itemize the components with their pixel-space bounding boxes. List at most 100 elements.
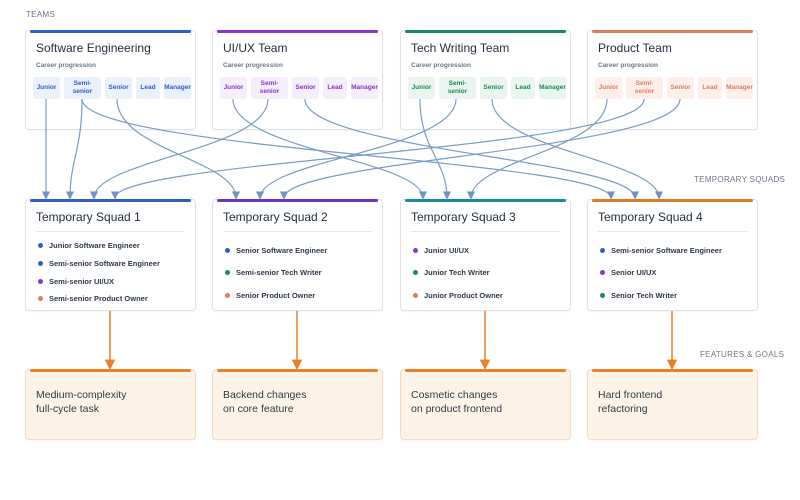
squad-title: Temporary Squad 1: [36, 210, 141, 224]
member-role: Junior Tech Writer: [424, 268, 490, 277]
card-accent-bar: [592, 369, 753, 372]
goal-text: Hard frontend refactoring: [598, 389, 663, 415]
card-accent-bar: [217, 199, 378, 202]
card-accent-bar: [217, 30, 378, 33]
role-color-dot: [413, 293, 418, 298]
role-color-dot: [38, 243, 43, 248]
connector-se-semisenior-squad1: [65, 98, 83, 200]
level-lead[interactable]: Lead: [698, 77, 722, 99]
teams-section-label: TEAMS: [26, 10, 56, 19]
team-card-tech-writing: Tech Writing Team Career progression Jun…: [400, 30, 571, 130]
goal-card-2: Backend changes on core feature: [212, 369, 383, 440]
level-semi-senior[interactable]: Semi- senior: [439, 77, 476, 99]
card-accent-bar: [30, 30, 191, 33]
level-lead[interactable]: Lead: [511, 77, 535, 99]
career-progression-label: Career progression: [223, 62, 283, 69]
card-accent-bar: [405, 369, 566, 372]
team-title: Tech Writing Team: [411, 41, 510, 55]
role-color-dot: [600, 293, 605, 298]
card-accent-bar: [30, 369, 191, 372]
divider: [598, 231, 747, 232]
level-manager[interactable]: Manager: [164, 77, 191, 99]
card-accent-bar: [592, 199, 753, 202]
level-junior[interactable]: Junior: [408, 77, 435, 99]
level-semi-senior[interactable]: Semi- senior: [626, 77, 663, 99]
level-semi-senior[interactable]: Semi- senior: [251, 77, 288, 99]
goal-text: Cosmetic changes on product frontend: [411, 389, 503, 415]
team-card-ui-ux: UI/UX Team Career progression Junior Sem…: [212, 30, 383, 130]
level-row: Junior Semi- senior Senior Lead Manager: [220, 77, 378, 99]
squad-member: Semi-senior Product Owner: [38, 294, 148, 303]
connector-tw-senior-squad4: [491, 98, 664, 200]
level-lead[interactable]: Lead: [323, 77, 347, 99]
connector-uiux-semisenior-squad1: [89, 98, 269, 200]
team-title: UI/UX Team: [223, 41, 288, 55]
level-senior[interactable]: Senior: [667, 77, 694, 99]
role-color-dot: [38, 296, 43, 301]
level-semi-senior[interactable]: Semi- senior: [64, 77, 101, 99]
role-color-dot: [225, 248, 230, 253]
connector-product-semisenior-squad1: [110, 98, 645, 200]
goal-card-4: Hard frontend refactoring: [587, 369, 758, 440]
squad-title: Temporary Squad 4: [598, 210, 703, 224]
member-role: Senior Software Engineer: [236, 246, 328, 255]
squads-section-label: TEMPORARY SQUADS: [694, 175, 786, 184]
card-accent-bar: [592, 30, 753, 33]
squad-member: Junior Tech Writer: [413, 268, 490, 277]
connector-tw-semisenior-squad2: [255, 98, 457, 200]
role-color-dot: [225, 270, 230, 275]
goal-card-1: Medium-complexity full-cycle task: [25, 369, 196, 440]
level-row: Junior Semi- senior Senior Lead Manager: [33, 77, 191, 99]
squad-member: Senior UI/UX: [600, 268, 656, 277]
role-color-dot: [38, 279, 43, 284]
goal-text: Medium-complexity full-cycle task: [36, 389, 127, 415]
connector-uiux-junior-squad3: [232, 98, 428, 200]
squad-member: Semi-senior Software Engineer: [38, 259, 160, 268]
squad-member: Semi-senior Software Engineer: [600, 246, 722, 255]
squad-member: Junior UI/UX: [413, 246, 469, 255]
connector-product-senior-squad2: [279, 98, 681, 200]
role-color-dot: [413, 248, 418, 253]
role-color-dot: [600, 270, 605, 275]
member-role: Senior UI/UX: [611, 268, 657, 277]
level-junior[interactable]: Junior: [33, 77, 60, 99]
level-manager[interactable]: Manager: [539, 77, 566, 99]
team-title: Software Engineering: [36, 41, 151, 55]
goals-section-label: FEATURES & GOALS: [700, 350, 785, 359]
level-manager[interactable]: Manager: [351, 77, 378, 99]
squad-member: Semi-senior Tech Writer: [225, 268, 322, 277]
divider: [223, 231, 372, 232]
card-accent-bar: [405, 30, 566, 33]
connector-se-semisenior-squad4: [81, 98, 616, 200]
squad-card-3: Temporary Squad 3 Junior UI/UX Junior Te…: [400, 199, 571, 311]
squad-card-4: Temporary Squad 4 Semi-senior Software E…: [587, 199, 758, 311]
card-accent-bar: [217, 369, 378, 372]
level-row: Junior Semi- senior Senior Lead Manager: [595, 77, 753, 99]
career-progression-label: Career progression: [411, 62, 471, 69]
connector-uiux-senior-squad4: [304, 98, 640, 200]
member-role: Junior Product Owner: [424, 291, 503, 300]
level-senior[interactable]: Senior: [292, 77, 319, 99]
level-senior[interactable]: Senior: [105, 77, 132, 99]
squad-member: Junior Product Owner: [413, 291, 503, 300]
level-manager[interactable]: Manager: [726, 77, 753, 99]
member-role: Semi-senior UI/UX: [49, 277, 115, 286]
card-accent-bar: [405, 199, 566, 202]
role-color-dot: [38, 261, 43, 266]
connector-tw-junior-squad3: [419, 98, 452, 200]
role-color-dot: [225, 293, 230, 298]
member-role: Senior Tech Writer: [611, 291, 677, 300]
role-color-dot: [413, 270, 418, 275]
member-role: Senior Product Owner: [236, 291, 316, 300]
member-role: Junior Software Engineer: [49, 241, 140, 250]
member-role: Semi-senior Software Engineer: [49, 259, 160, 268]
level-junior[interactable]: Junior: [220, 77, 247, 99]
level-senior[interactable]: Senior: [480, 77, 507, 99]
member-role: Junior UI/UX: [424, 246, 470, 255]
level-junior[interactable]: Junior: [595, 77, 622, 99]
squad-card-1: Temporary Squad 1 Junior Software Engine…: [25, 199, 196, 311]
level-lead[interactable]: Lead: [136, 77, 160, 99]
goal-card-3: Cosmetic changes on product frontend: [400, 369, 571, 440]
career-progression-label: Career progression: [598, 62, 658, 69]
